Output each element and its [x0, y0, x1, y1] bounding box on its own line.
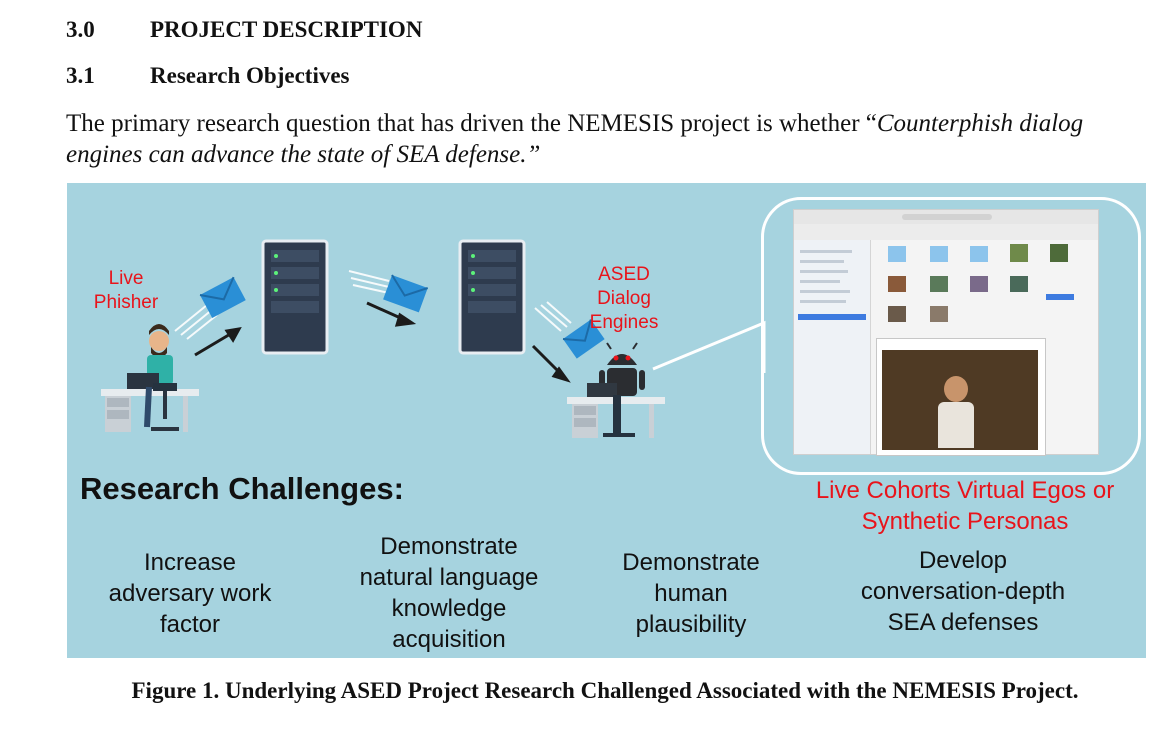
server-icon [458, 239, 526, 355]
envelope-icon [199, 276, 246, 318]
paragraph-quote: Counterphish dialog engines can advance … [66, 110, 1084, 168]
subsection-number: 3.1 [66, 63, 95, 88]
challenge-human-plausibility: Demonstrate human plausibility [622, 549, 760, 638]
figure-caption: Figure 1. Underlying ASED Project Resear… [131, 678, 1079, 703]
challenge-work-factor: Increase adversary work factor [108, 549, 272, 638]
phishing-flow-diagram [101, 239, 766, 438]
section-title: PROJECT DESCRIPTION [150, 17, 423, 42]
subsection-title: Research Objectives [150, 63, 350, 88]
ased-dialog-engines-label: ASED Dialog Engines [589, 264, 659, 333]
research-challenges-heading: Research Challenges: [80, 471, 404, 506]
paragraph-text: The primary research question that has d… [66, 110, 877, 137]
envelope-icon [562, 319, 605, 359]
challenge-knowledge-acquisition: Demonstrate natural language knowledge a… [359, 533, 539, 653]
live-cohorts-label: Live Cohorts Virtual Egos or Synthetic P… [815, 477, 1115, 535]
envelope-icon [383, 274, 429, 313]
motion-trails [174, 270, 572, 340]
server-icon [261, 239, 329, 355]
persona-callout-bubble [761, 197, 1141, 475]
objective-paragraph: The primary research question that has d… [66, 108, 1146, 170]
person-at-desk-icon [101, 324, 199, 432]
robot-at-desk-icon [567, 342, 665, 438]
section-number: 3.0 [66, 17, 95, 42]
flow-arrows [194, 301, 571, 383]
challenge-sea-defenses: Develop conversation-depth SEA defenses [860, 547, 1066, 636]
file-browser-screenshot [793, 209, 1099, 456]
figure-1: Live Phisher ASED Dialog Engines Researc… [67, 183, 1146, 658]
callout-pointer [652, 320, 766, 373]
live-phisher-label: Live Phisher [93, 268, 159, 313]
